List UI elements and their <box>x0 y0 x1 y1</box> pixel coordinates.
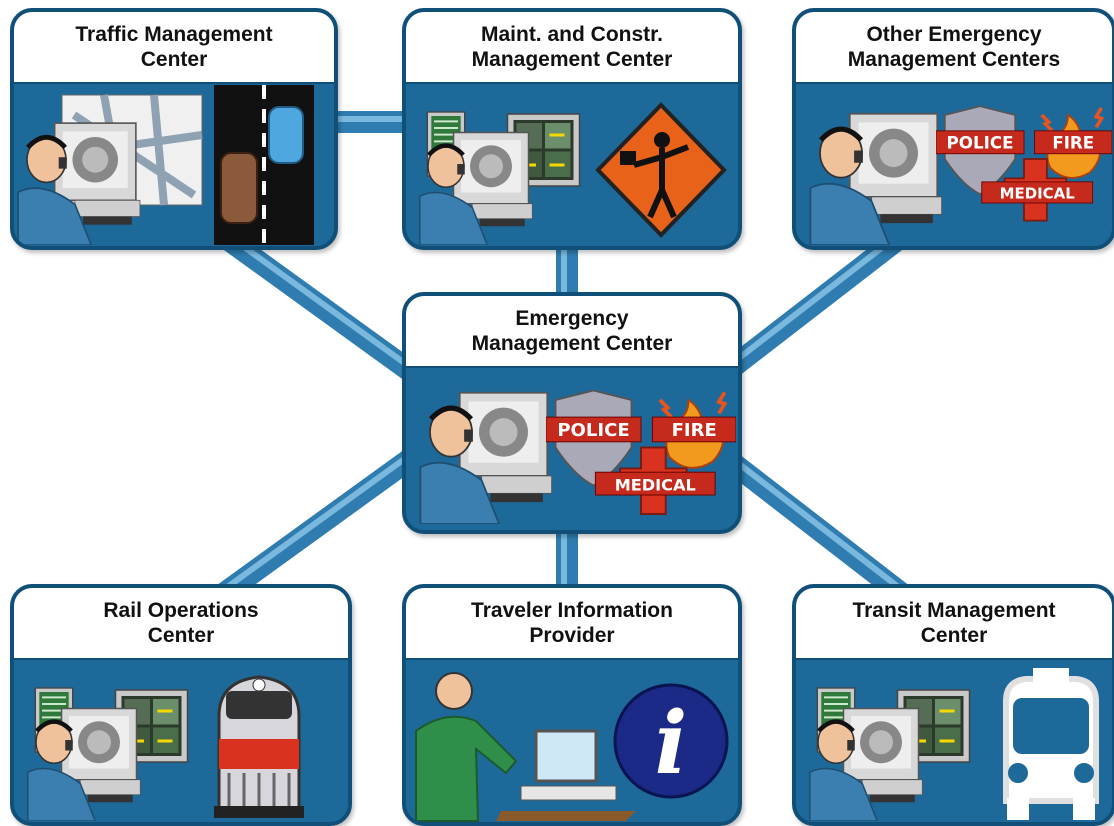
operator-icon <box>18 123 140 245</box>
maint-title-line1: Maint. and Constr. <box>480 23 663 46</box>
rail-title-line2: Center <box>147 624 215 647</box>
emergency-management-center-title: Emergency Management Center <box>406 296 738 368</box>
traffic-management-center-node: Traffic Management Center <box>10 8 338 250</box>
emergency-title-line2: Management Center <box>471 332 673 355</box>
svg-text:i: i <box>655 693 688 794</box>
transit-title-line1: Transit Management <box>852 599 1056 622</box>
operator-icon <box>810 709 923 822</box>
transit-illustration <box>796 660 1112 822</box>
traffic-title-line2: Center <box>140 48 208 71</box>
maint-title-line2: Management Center <box>471 48 673 71</box>
operator-icon <box>28 709 141 822</box>
traffic-title-line1: Traffic Management <box>75 23 273 46</box>
rail-title-line1: Rail Operations <box>103 599 259 622</box>
other-emergency-title-line1: Other Emergency <box>866 23 1042 46</box>
maint-constr-center-node: Maint. and Constr. Management Center <box>402 8 742 250</box>
traveler-title-line2: Provider <box>529 624 615 647</box>
rail-operations-center-title: Rail Operations Center <box>14 588 348 660</box>
emergency-title-line1: Emergency <box>515 307 629 330</box>
other-emergency-title-line2: Management Centers <box>847 48 1061 71</box>
transit-management-center-title: Transit Management Center <box>796 588 1112 660</box>
computer-icon <box>534 729 598 783</box>
other-emergency-centers-node: Other Emergency Management Centers <box>792 8 1114 250</box>
traffic-management-center-title: Traffic Management Center <box>14 12 334 84</box>
emergency-management-center-node: Emergency Management Center <box>402 292 742 534</box>
transit-management-center-node: Transit Management Center <box>792 584 1114 826</box>
flagger-sign-icon <box>595 102 727 238</box>
maint-illustration <box>406 84 738 246</box>
emergency-illustration <box>406 368 738 530</box>
police-fire-medical-icon <box>546 391 736 515</box>
train-icon <box>214 675 304 818</box>
other-emergency-illustration <box>796 84 1112 246</box>
person-at-kiosk-icon <box>415 672 636 822</box>
traffic-illustration <box>14 84 334 246</box>
traveler-illustration: i <box>406 660 738 822</box>
rail-operations-center-node: Rail Operations Center <box>10 584 352 826</box>
rail-illustration <box>14 660 348 822</box>
info-icon: i <box>613 683 729 799</box>
operator-icon <box>420 393 551 524</box>
maint-constr-center-title: Maint. and Constr. Management Center <box>406 12 738 84</box>
other-emergency-centers-title: Other Emergency Management Centers <box>796 12 1112 84</box>
brown-car-icon <box>220 152 258 224</box>
traveler-title-line1: Traveler Information <box>471 599 673 622</box>
traveler-info-provider-node: Traveler Information Provider i <box>402 584 742 826</box>
operator-icon <box>420 133 533 246</box>
police-fire-medical-icon <box>936 104 1112 223</box>
transit-title-line2: Center <box>920 624 988 647</box>
blue-car-icon <box>268 106 304 164</box>
operator-icon <box>810 114 941 245</box>
traveler-info-provider-title: Traveler Information Provider <box>406 588 738 660</box>
bus-icon <box>1003 668 1099 820</box>
